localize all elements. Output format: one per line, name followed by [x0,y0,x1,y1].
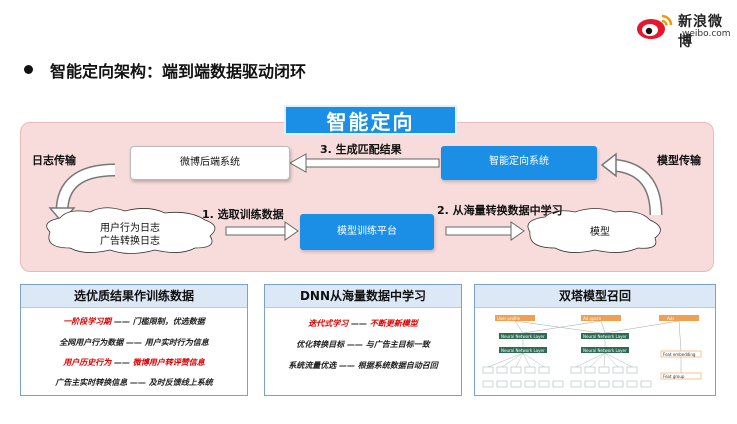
tower-leaf-boxes [482,366,652,388]
step1-label: 1. 选取训练数据 [202,208,284,221]
weibo-logo-icon [637,14,673,39]
model-label: 模型 [590,227,610,238]
row-sep: —— [130,378,146,387]
model-transfer-arrow [600,152,663,216]
row-sep: —— [114,358,130,367]
card-two-tower: 双塔模型召回 User profile Ad space Ads Neural … [474,284,716,396]
card-title: 选优质结果作训练数据 [21,285,247,308]
tower-node [581,347,629,353]
card-row: 系统流量优选 —— 根据系统数据自动召回 [265,360,461,371]
user-behavior-log-label: 用户行为日志 [100,223,160,234]
row-left: 用户历史行为 [63,358,112,367]
row-left: 迭代式学习 [308,319,349,328]
row-right: 用户实时行为信息 [144,338,209,347]
card-row: 全网用户行为数据 —— 用户实时行为信息 [21,337,247,348]
row-sep: —— [126,338,142,347]
training-platform-box: 模型训练平台 [300,214,434,250]
row-left: 全网用户行为数据 [59,338,124,347]
tower-node-label: User profile [497,316,521,321]
card-row: 优化转换目标 —— 与广告主目标一致 [265,339,461,350]
card-row: 迭代式学习 —— 不断更新模型 [265,318,461,329]
brand-name-en: weibo.com [682,29,731,39]
tower-node [581,315,621,321]
row-left: 广告主实时转换信息 [55,378,128,387]
tower-node-label: Neural Network Layer [501,348,545,353]
row-right: 门槛限制，优选数据 [132,317,205,326]
tower-node [659,315,699,321]
step1-arrow [225,221,299,241]
row-sep: —— [339,361,355,370]
card-title: DNN从海量数据中学习 [265,285,461,308]
log-transfer-arrow [48,163,116,224]
row-right: 与广告主目标一致 [365,340,430,349]
panel-title: 智能定向 [284,105,457,135]
row-right: 微博用户转评赞信息 [132,358,205,367]
model-cloud [527,208,661,253]
card-dnn-learning: DNN从海量数据中学习 迭代式学习 —— 不断更新模型 优化转换目标 —— 与广… [264,284,462,396]
title-bullet [24,65,33,74]
row-right: 不断更新模型 [369,319,418,328]
tower-node-label: Feat group [663,374,685,379]
row-right: 及时反馈线上系统 [148,378,213,387]
card-row: 用户历史行为 —— 微博用户转评赞信息 [21,357,247,368]
row-sep: —— [347,340,363,349]
tower-node [581,333,629,339]
backend-system-box: 微博后端系统 [130,146,290,180]
row-right: 根据系统数据自动召回 [357,361,438,370]
card-row: 广告主实时转换信息 —— 及时反馈线上系统 [21,377,247,388]
row-sep: —— [114,317,130,326]
step2-label: 2. 从海量转换数据中学习 [437,204,563,217]
tower-node-label: Neural Network Layer [583,348,627,353]
tower-node [499,333,547,339]
tower-node-label: Neural Network Layer [583,334,627,339]
ad-conversion-log-label: 广告转换日志 [100,236,160,247]
user-logs-text: 用户行为日志 广告转换日志 [75,222,185,248]
two-tower-diagram: User profile Ad space Ads Neural Network… [482,315,702,388]
row-left: 一阶段学习期 [63,317,112,326]
tower-node-label: Ad space [583,316,602,321]
tower-node-label: Ads [667,316,674,321]
card-title: 双塔模型召回 [475,285,715,308]
targeting-system-box: 智能定向系统 [441,146,597,180]
page-title: 智能定向架构：端到端数据驱动闭环 [50,62,307,81]
log-transfer-label: 日志传输 [32,154,76,167]
tower-node-label: Neural Network Layer [501,334,545,339]
row-sep: —— [351,319,367,328]
user-logs-cloud [46,207,216,254]
step3-label: 3. 生成匹配结果 [320,143,402,156]
step3-arrow [288,153,440,173]
brand-name-cn: 新浪微博 [678,14,723,50]
step2-arrow [445,221,525,241]
card-training-data: 选优质结果作训练数据 一阶段学习期 —— 门槛限制，优选数据 全网用户行为数据 … [20,284,248,396]
row-left: 优化转换目标 [296,340,345,349]
tower-node [499,347,547,353]
tower-node [495,315,535,321]
tower-edges [514,320,682,373]
card-row: 一阶段学习期 —— 门槛限制，优选数据 [21,316,247,327]
tower-node-label: Feat embedding [663,352,696,357]
row-left: 系统流量优选 [288,361,337,370]
model-transfer-label: 模型传输 [657,154,701,167]
